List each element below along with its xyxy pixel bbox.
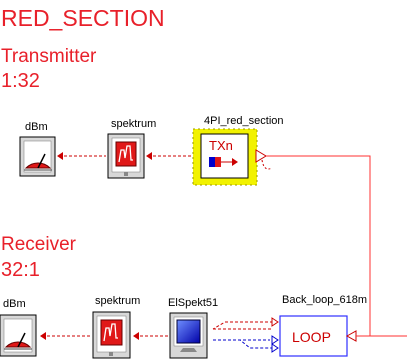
transmitter-label: Transmitter bbox=[1, 46, 97, 67]
tx-spectrum-analyzer-icon[interactable] bbox=[107, 133, 145, 179]
tx-meter-label: dBm bbox=[25, 121, 48, 133]
rx-spectrum-label: spektrum bbox=[95, 295, 141, 307]
tx-section-label: 4PI_red_section bbox=[204, 115, 284, 127]
rx-spectrum-analyzer-icon[interactable] bbox=[92, 311, 131, 359]
rx-spectrum-to-meter-wire bbox=[40, 332, 90, 340]
txn-block-text: TXn bbox=[209, 138, 233, 153]
loop-block-text: LOOP bbox=[292, 329, 331, 345]
txn-output-port[interactable] bbox=[255, 149, 273, 170]
page-title: RED_SECTION bbox=[1, 5, 165, 31]
tx-spectrum-label: spektrum bbox=[111, 118, 157, 130]
receiver-label: Receiver bbox=[1, 234, 76, 255]
loop-block-label: Back_loop_618m bbox=[282, 294, 368, 306]
rx-elspekt-to-spectrum-wire bbox=[133, 332, 168, 340]
tx-section-to-spectrum-wire bbox=[146, 152, 192, 160]
transmitter-ratio: 1:32 bbox=[1, 70, 40, 92]
rx-elspekt-label: ElSpekt51 bbox=[168, 297, 219, 309]
elspekt-monitor-icon[interactable] bbox=[169, 312, 208, 359]
tx-spectrum-to-meter-wire bbox=[57, 152, 106, 160]
loop-to-elspekt-red-wire bbox=[212, 317, 279, 330]
tx-to-loop-wire bbox=[266, 155, 373, 337]
tx-dbm-meter-icon[interactable] bbox=[19, 136, 56, 177]
loop-input-port[interactable] bbox=[345, 330, 407, 342]
receiver-ratio: 32:1 bbox=[1, 259, 40, 281]
loop-to-elspekt-blue-wire bbox=[213, 335, 279, 353]
rx-meter-label: dBm bbox=[3, 298, 26, 310]
txn-block[interactable]: TXn bbox=[192, 128, 258, 186]
rx-dbm-meter-icon[interactable] bbox=[0, 314, 37, 357]
loop-block[interactable]: LOOP bbox=[279, 315, 348, 357]
